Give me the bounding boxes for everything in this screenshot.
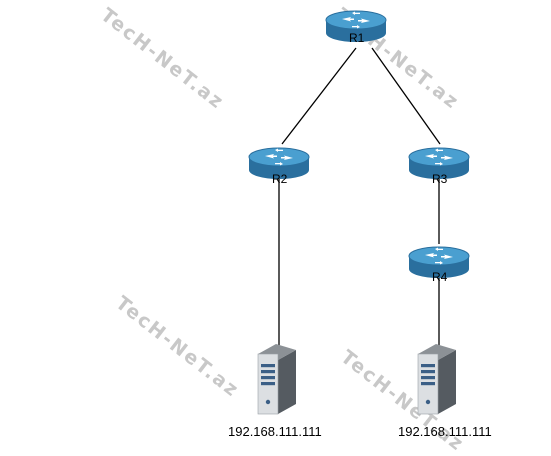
router-r4-label: R4 — [432, 270, 448, 284]
server-right-icon[interactable] — [417, 343, 457, 415]
router-r3-label: R3 — [432, 172, 448, 186]
router-r2-label: R2 — [272, 172, 288, 186]
router-r3[interactable]: R3 — [408, 147, 470, 186]
link-r1-r3 — [371, 47, 441, 145]
router-r2[interactable]: R2 — [248, 147, 310, 186]
link-r1-r2 — [281, 47, 357, 145]
router-r4[interactable]: R4 — [408, 246, 470, 284]
server-left-icon[interactable] — [257, 343, 297, 415]
router-r1-label: R1 — [349, 31, 365, 45]
server-right-ip: 192.168.111.111 — [398, 424, 492, 439]
server-left-ip: 192.168.111.111 — [228, 424, 322, 439]
links — [278, 47, 441, 348]
router-r1[interactable]: R1 — [325, 10, 387, 45]
